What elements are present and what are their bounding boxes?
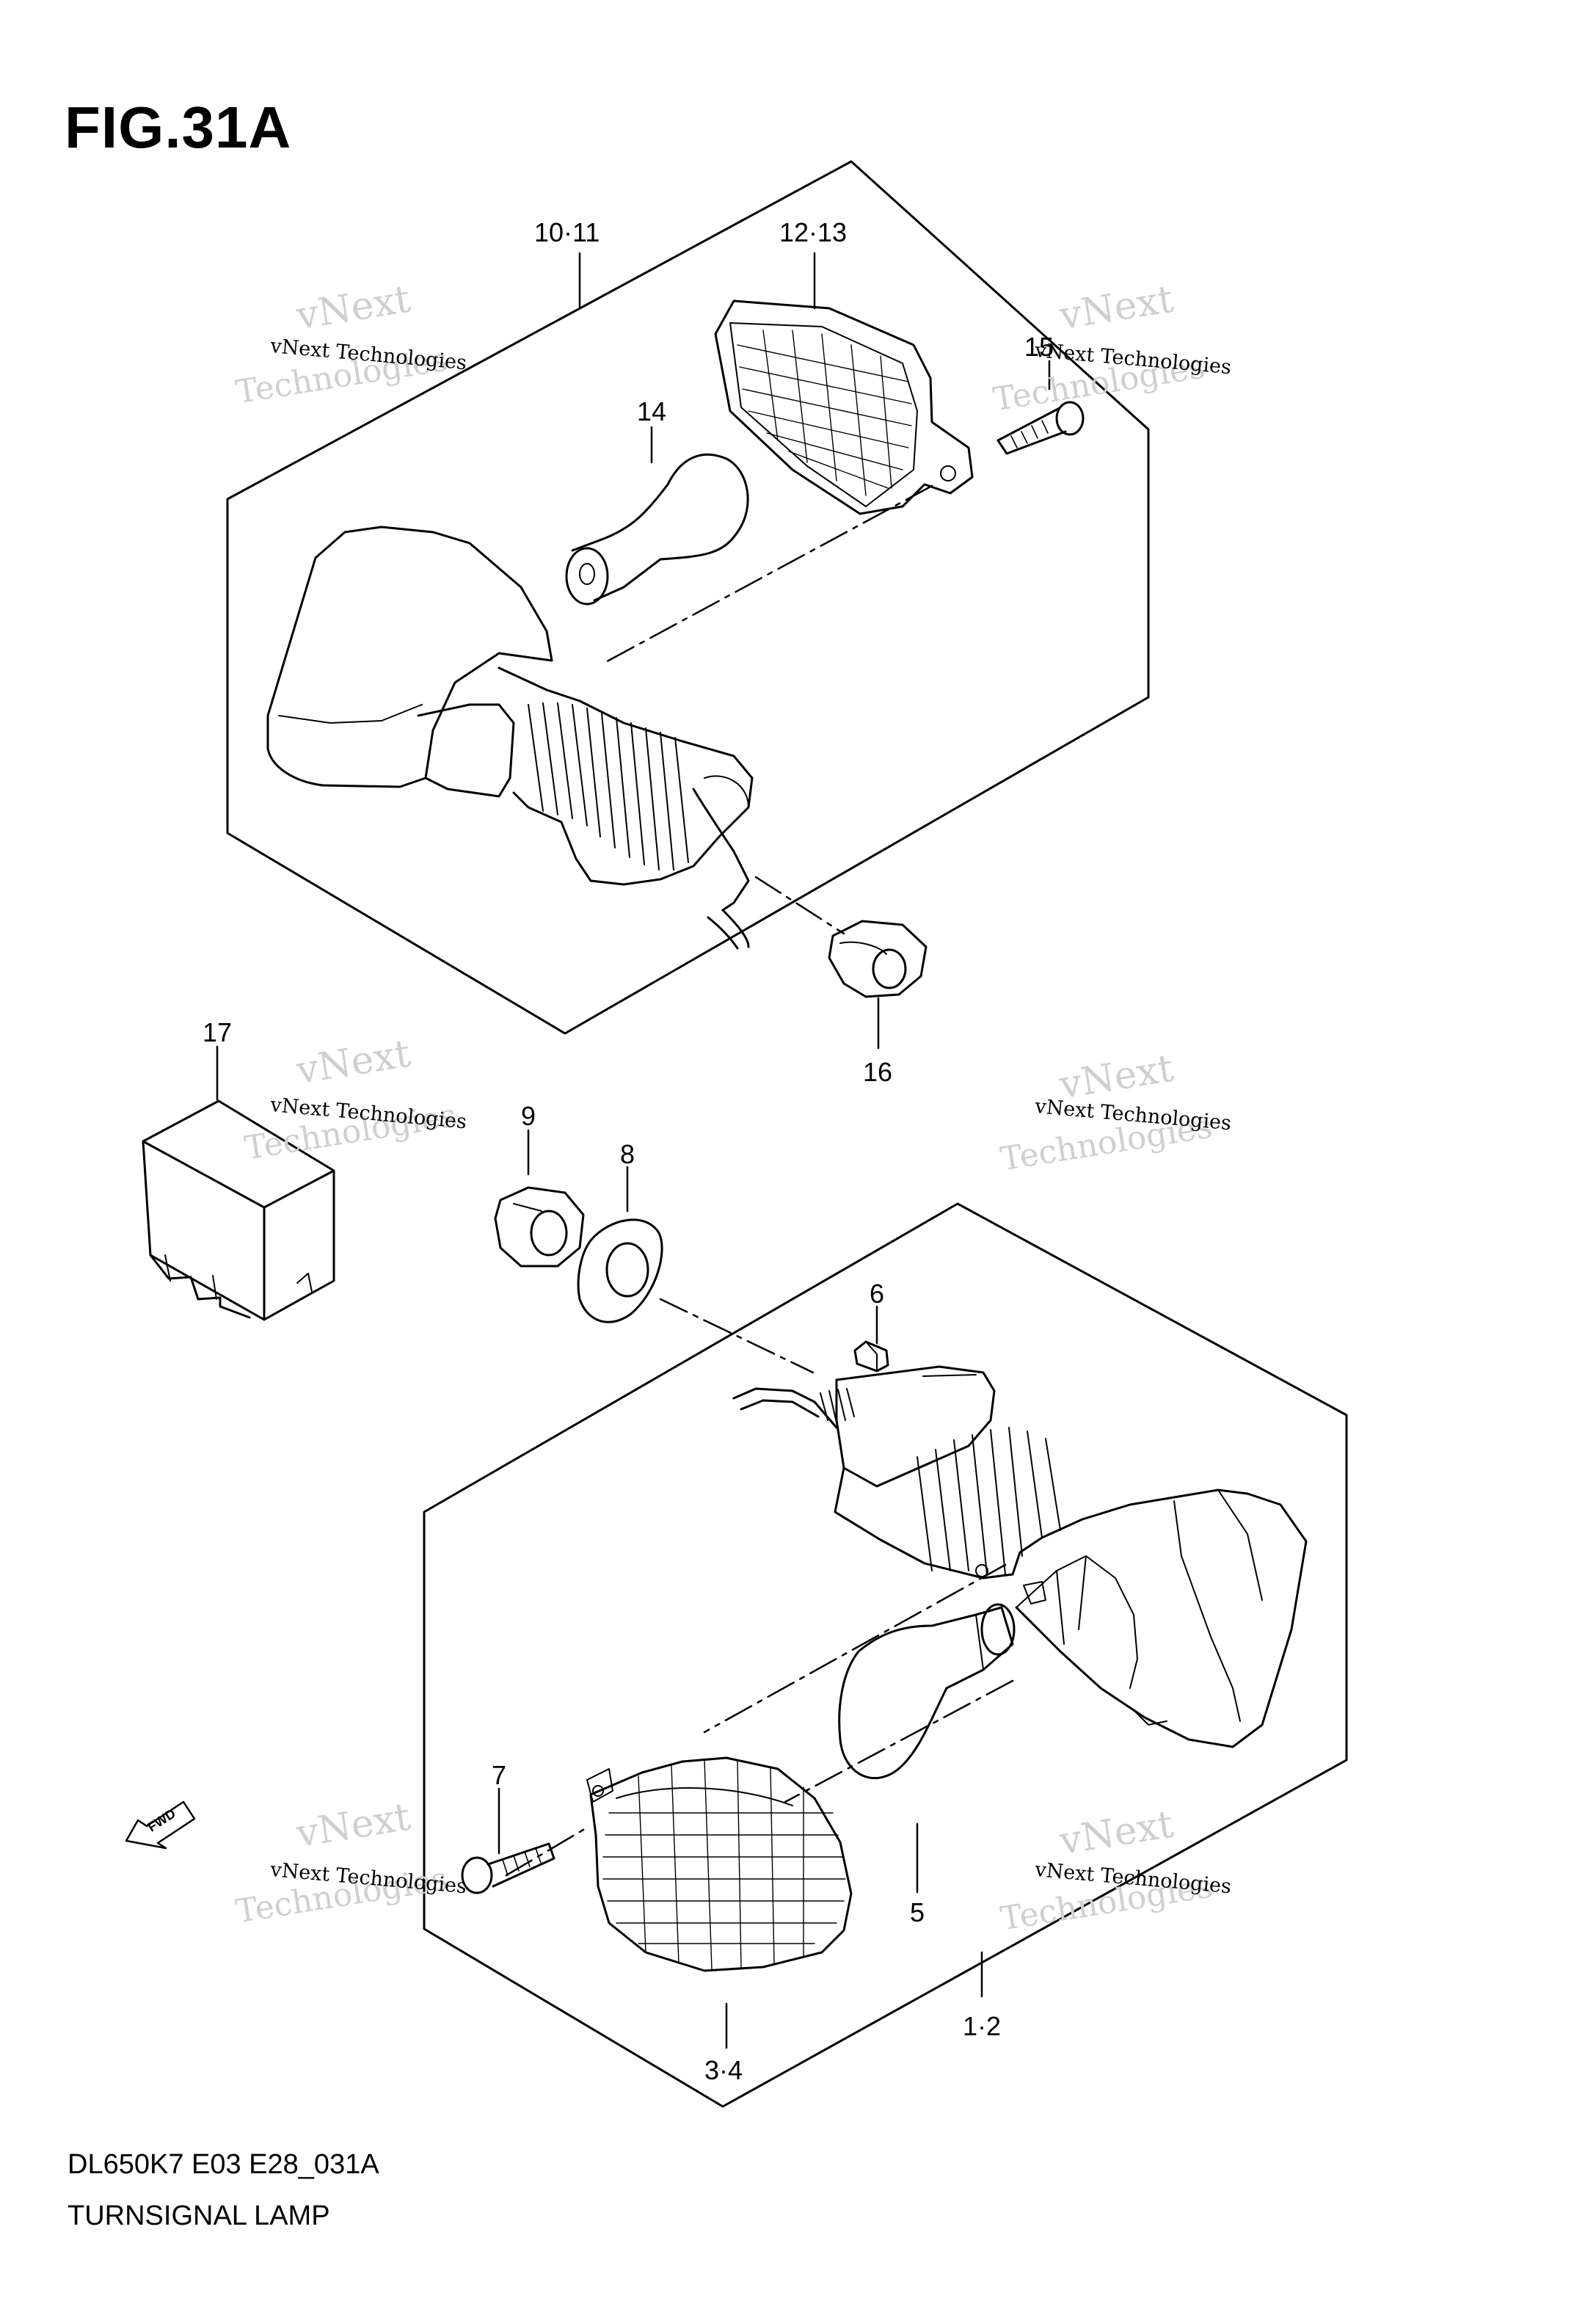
callout-3-4: 3·4 (704, 2055, 743, 2085)
lens-upper (714, 299, 974, 515)
figure-title: FIG.31A (65, 95, 292, 160)
assembly-axes (505, 484, 1014, 1877)
nut-9 (494, 1186, 585, 1268)
bulb-lower (838, 1603, 1016, 1779)
housing-lower (732, 1365, 1308, 1748)
figure-name: TURNSIGNAL LAMP (68, 2200, 330, 2231)
washer-8 (577, 1218, 663, 1323)
callout-12-13: 12·13 (779, 217, 848, 247)
callout-17: 17 (203, 1017, 233, 1047)
callout-5: 5 (910, 1897, 925, 1927)
callout-1-2: 1·2 (963, 2011, 1002, 2041)
callout-7: 7 (492, 1760, 507, 1790)
upper-assembly-boundary (226, 160, 1150, 1035)
grommet-16 (828, 920, 928, 998)
callout-8: 8 (620, 1139, 635, 1169)
figure-code: DL650K7 E03 E28_031A (68, 2149, 379, 2180)
relay-17 (142, 1099, 335, 1321)
lower-assembly-boundary (423, 1202, 1348, 2108)
pin-6 (853, 1340, 889, 1373)
housing-upper (266, 526, 754, 950)
callout-6: 6 (870, 1279, 885, 1309)
callout-15: 15 (1024, 332, 1054, 362)
forward-arrow-icon (125, 1800, 196, 1850)
screw-upper (996, 401, 1085, 455)
lens-lower (586, 1756, 853, 1972)
screw-lower (461, 1842, 555, 1894)
leader-lines (216, 252, 1051, 2049)
bulb-upper (565, 453, 749, 606)
callout-16: 16 (863, 1057, 893, 1087)
callout-9: 9 (521, 1101, 536, 1131)
callout-14: 14 (637, 396, 667, 426)
callout-10-11: 10·11 (534, 217, 600, 247)
